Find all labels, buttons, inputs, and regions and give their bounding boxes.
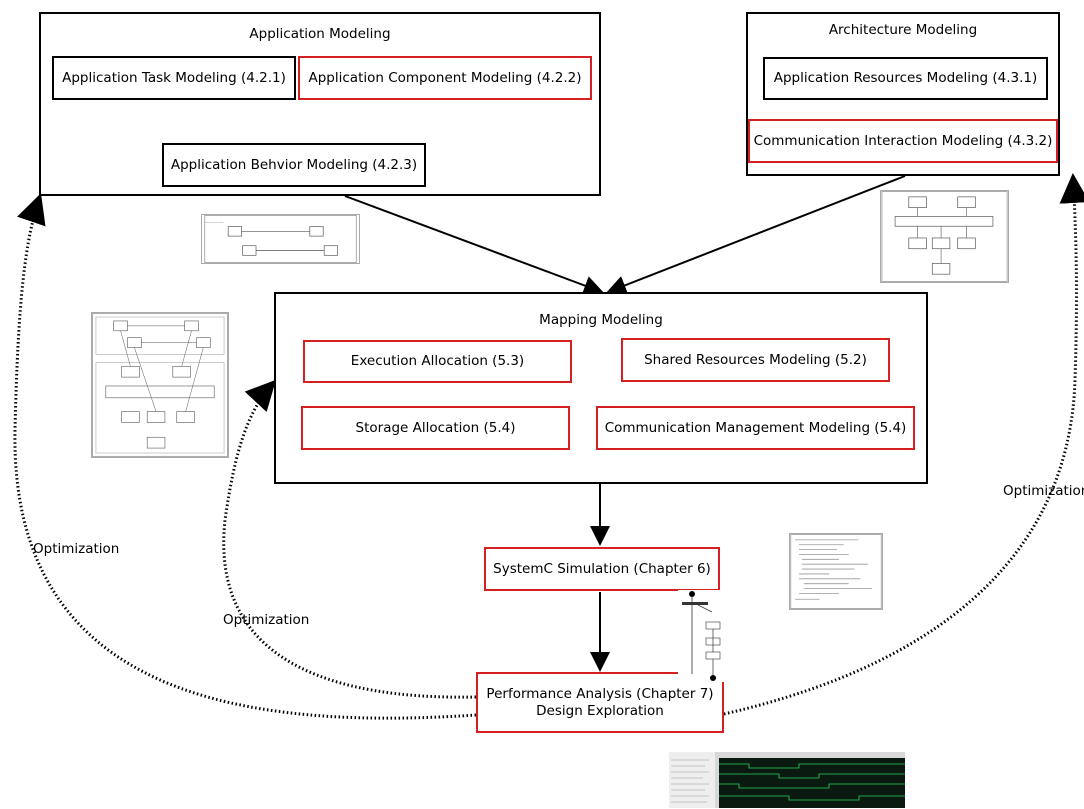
optimization-loop-inner-left xyxy=(222,379,477,699)
systemc-simulation: SystemC Simulation (Chapter 6) xyxy=(484,547,720,591)
storage-allocation: Storage Allocation (5.4) xyxy=(301,406,570,450)
code-listing-thumbnail xyxy=(789,533,883,610)
communication-interaction-modeling: Communication Interaction Modeling (4.3.… xyxy=(748,119,1058,163)
waveform-thumbnail xyxy=(669,752,905,808)
mapping-modeling-group: Mapping Modeling xyxy=(274,292,928,484)
application-component-modeling: Application Component Modeling (4.2.2) xyxy=(298,56,592,100)
execution-allocation: Execution Allocation (5.3) xyxy=(303,340,572,383)
shared-resources-modeling: Shared Resources Modeling (5.2) xyxy=(621,338,890,382)
performance-analysis-label: Performance Analysis (Chapter 7) xyxy=(486,685,714,702)
communication-management-modeling: Communication Management Modeling (5.4) xyxy=(596,406,915,450)
optimization-label-left-inner: Optimization xyxy=(223,612,310,628)
performance-analysis: Performance Analysis (Chapter 7) Design … xyxy=(476,672,724,733)
design-exploration-label: Design Exploration xyxy=(536,702,664,719)
architecture-modeling-title: Architecture Modeling xyxy=(828,22,978,38)
optimization-label-right: Optimization xyxy=(1003,483,1084,499)
application-task-modeling: Application Task Modeling (4.2.1) xyxy=(52,56,296,100)
arrow-app-to-mapping xyxy=(344,195,604,296)
optimization-label-left-outer: Optimization xyxy=(33,541,120,557)
mapping-graph-thumbnail xyxy=(91,312,229,458)
activity-diagram-thumbnail xyxy=(678,590,728,682)
application-graph-thumbnail xyxy=(201,214,360,264)
mapping-modeling-title: Mapping Modeling xyxy=(539,312,663,328)
architecture-graph-thumbnail xyxy=(880,190,1009,283)
application-behavior-modeling: Application Behvior Modeling (4.2.3) xyxy=(162,143,426,187)
application-modeling-title: Application Modeling xyxy=(249,26,391,42)
application-modeling-group: Application Modeling xyxy=(39,12,601,196)
optimization-loop-outer-left xyxy=(13,193,477,720)
arrow-arch-to-mapping xyxy=(606,175,906,295)
application-resources-modeling: Application Resources Modeling (4.3.1) xyxy=(763,57,1048,100)
